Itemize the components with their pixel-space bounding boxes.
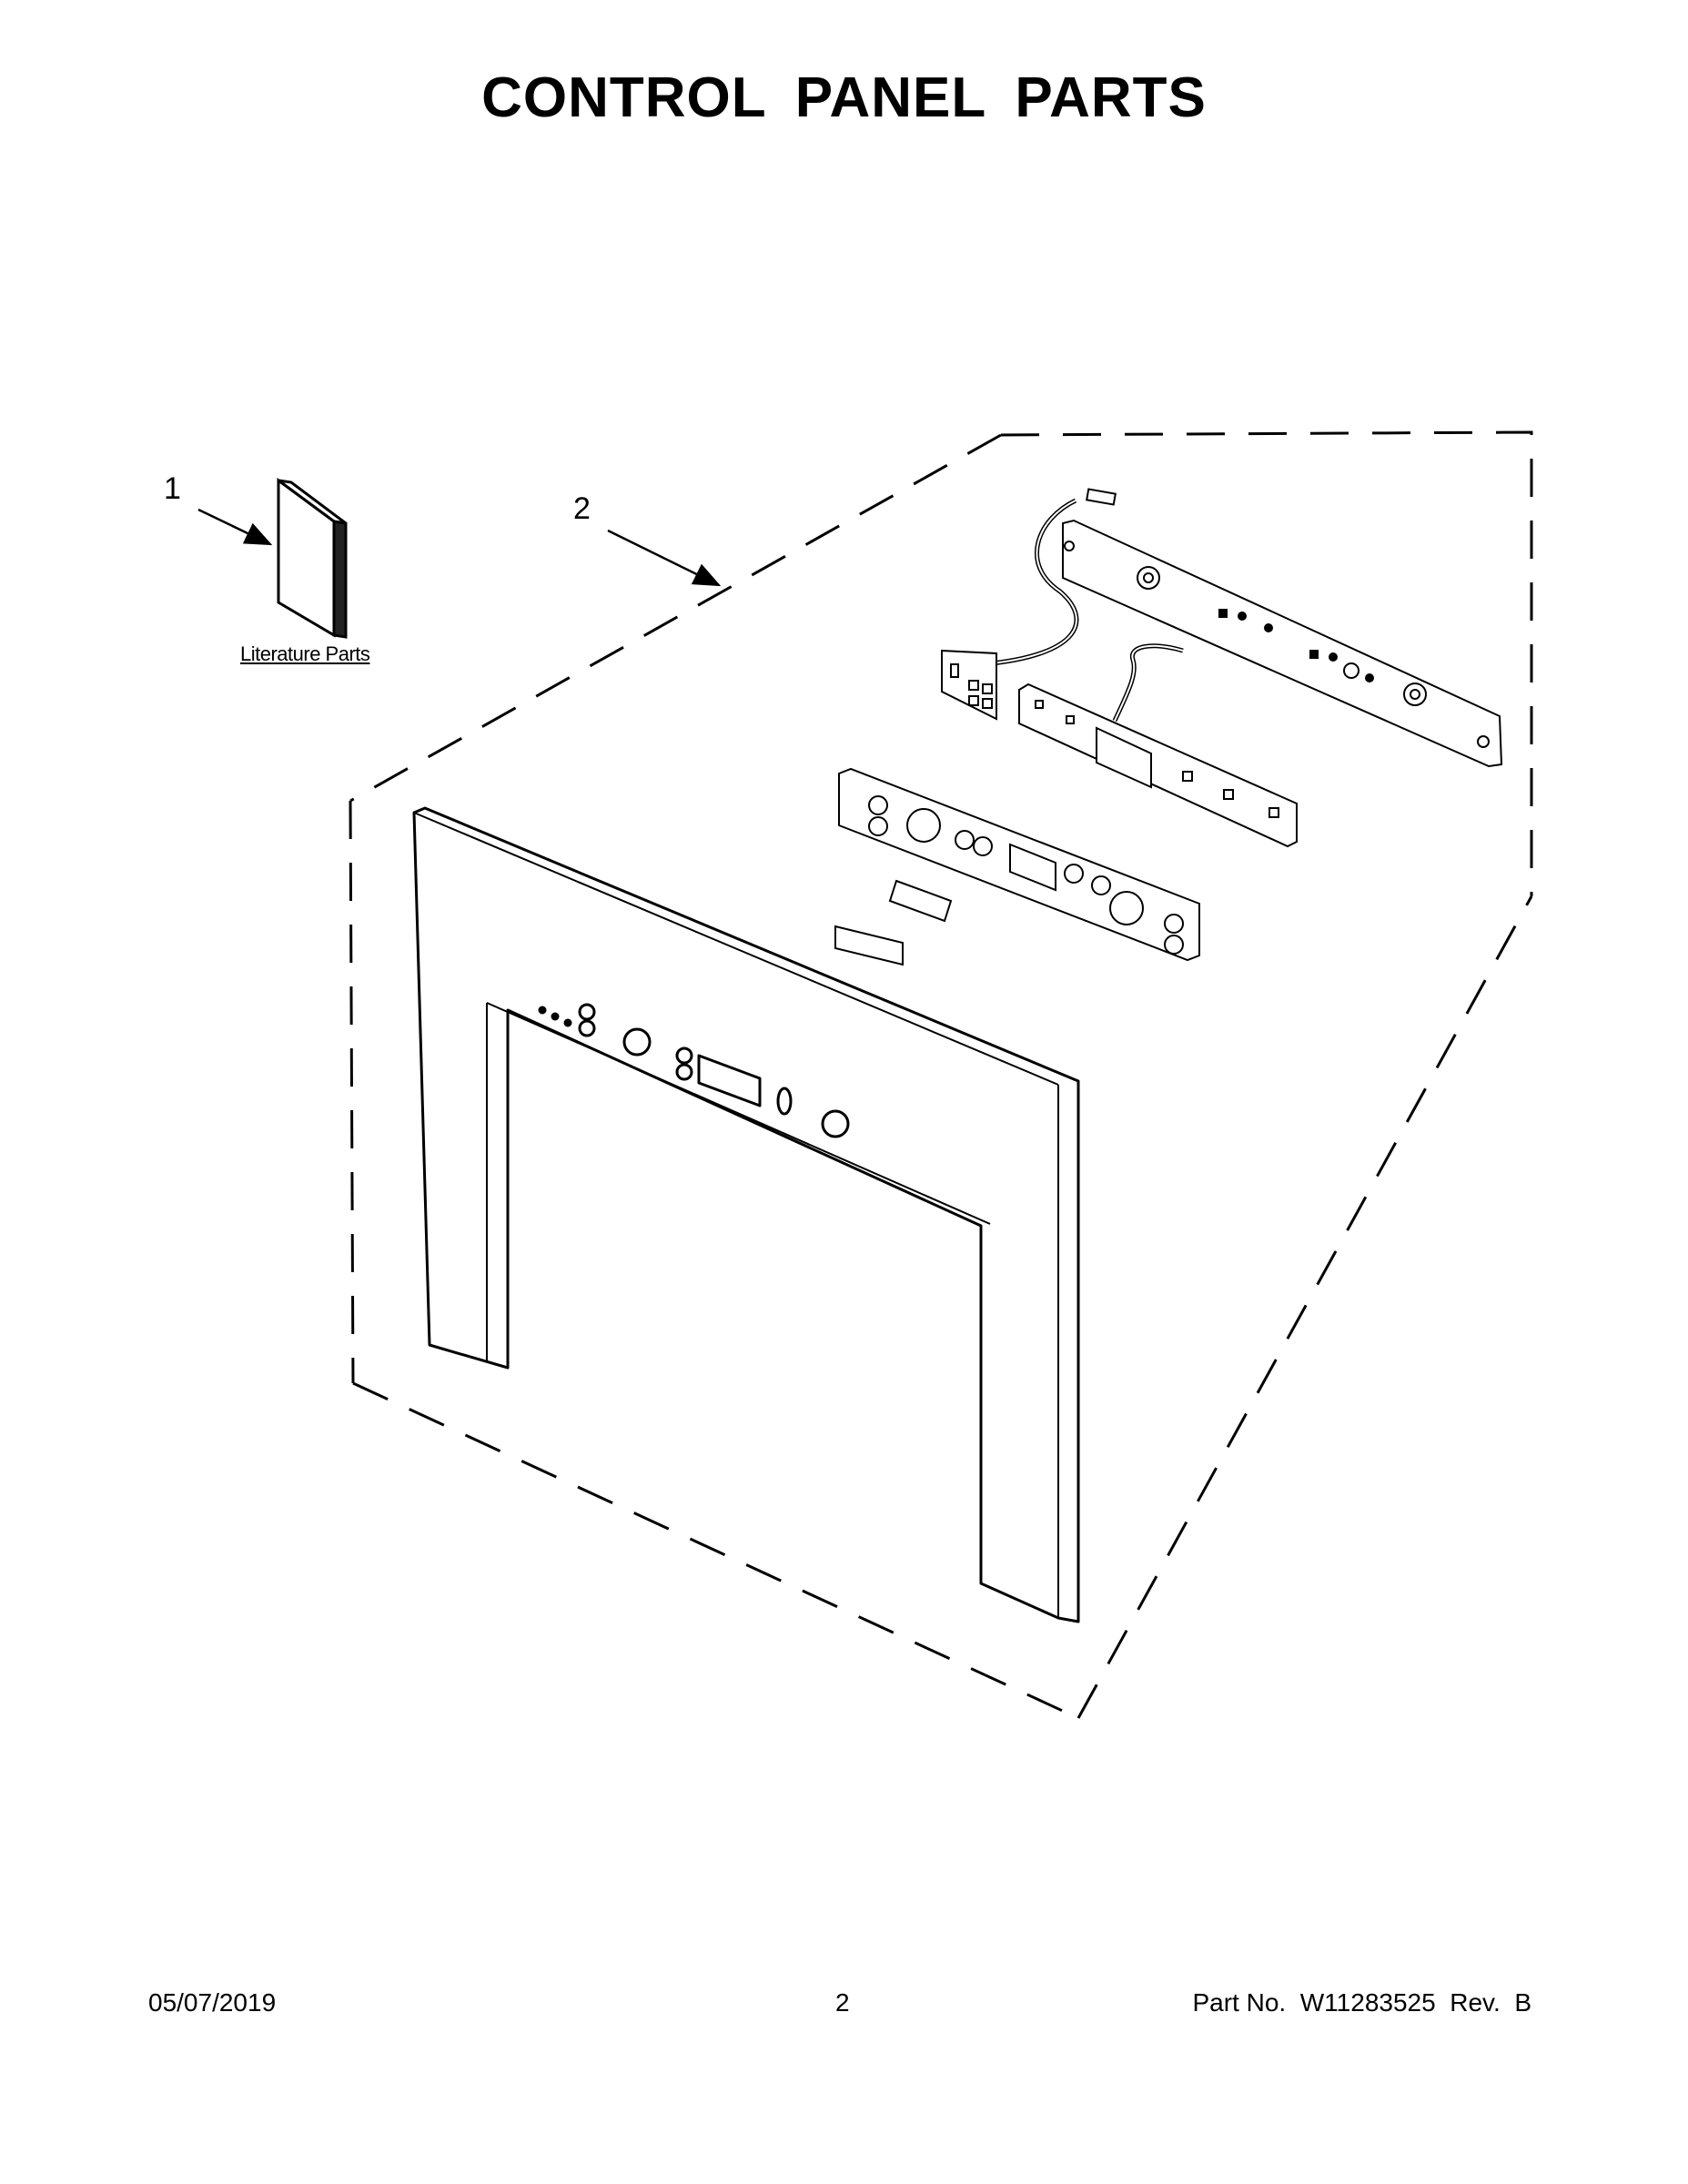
rev-label: Rev. xyxy=(1450,1988,1501,2017)
rev-value: B xyxy=(1514,1988,1531,2017)
control-panel-frame xyxy=(412,806,1080,1623)
leader-line-1 xyxy=(197,508,273,546)
display-gasket xyxy=(834,925,904,966)
callout-number-1: 1 xyxy=(164,471,181,506)
callout-number-2: 2 xyxy=(573,491,591,526)
page-title: CONTROL PANEL PARTS xyxy=(481,66,1207,129)
upper-control-board xyxy=(982,488,1503,768)
middle-control-board xyxy=(1018,643,1298,848)
keypad-bezel-strip xyxy=(838,767,1200,962)
leader-line-2 xyxy=(607,529,722,587)
small-interface-board xyxy=(941,649,997,721)
display-lens xyxy=(888,879,953,923)
part-no-label: Part No. xyxy=(1192,1988,1287,2017)
part-no-value: W11283525 xyxy=(1299,1988,1436,2017)
literature-parts-label: Literature Parts xyxy=(240,642,370,665)
footer-part-number: Part No. W11283525 Rev. B xyxy=(1192,1988,1531,2017)
assembly-boundary xyxy=(349,430,1533,1720)
footer-page-number: 2 xyxy=(835,1988,850,2017)
literature-booklet-icon xyxy=(277,478,348,639)
footer-date: 05/07/2019 xyxy=(148,1988,277,2017)
